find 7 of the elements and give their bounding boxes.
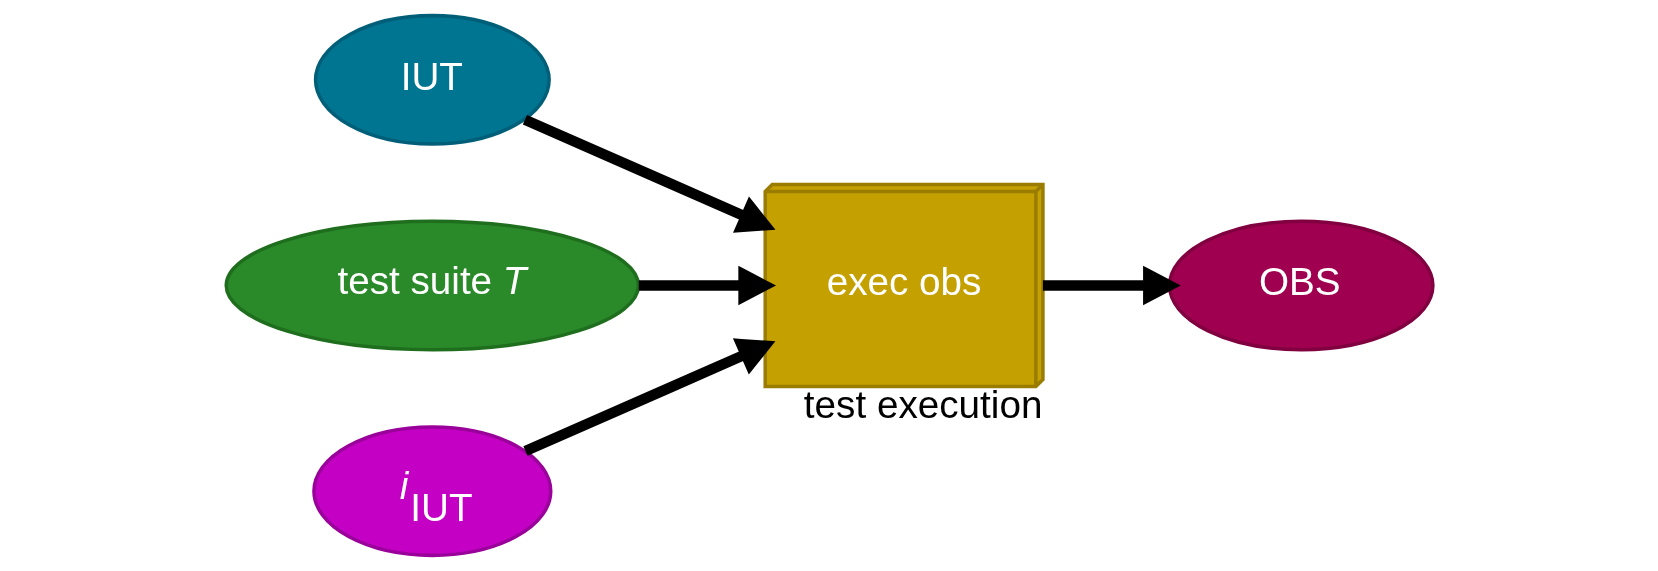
arrow (638, 265, 776, 306)
arrow (1042, 265, 1181, 306)
arrow (522, 114, 776, 233)
node-ellipse: test suite T (224, 219, 640, 352)
node-ellipse: OBS (1167, 219, 1435, 352)
node-ellipse: IUT (313, 13, 551, 146)
arrow (522, 338, 775, 456)
